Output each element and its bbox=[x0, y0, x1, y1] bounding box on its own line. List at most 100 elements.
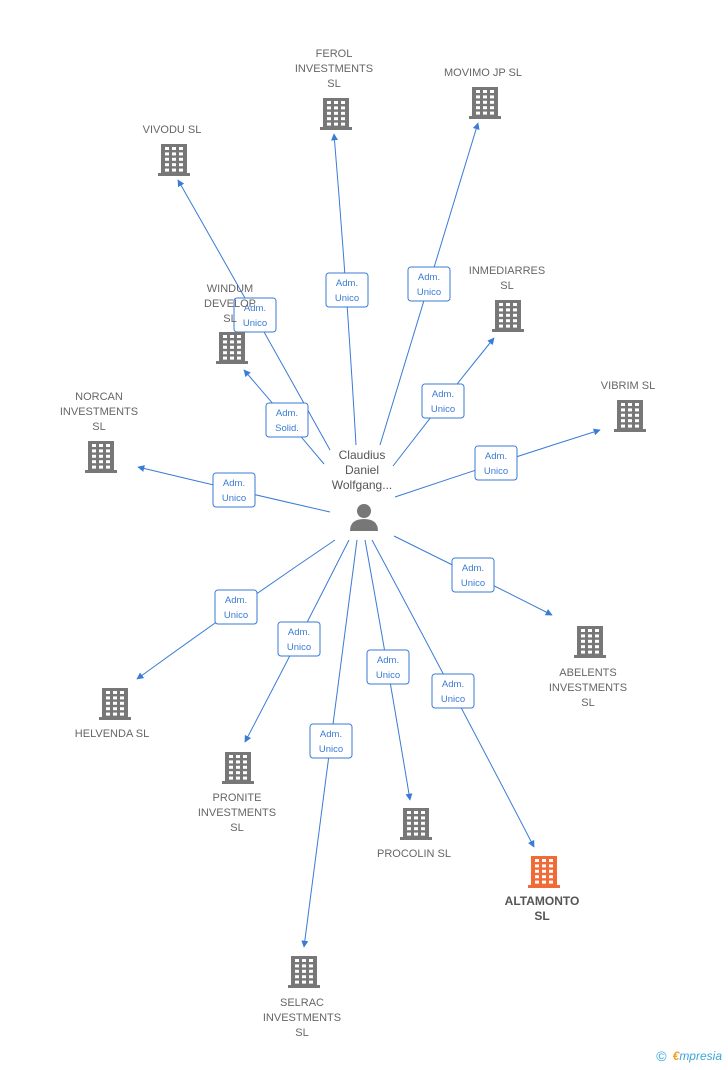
building-icon bbox=[158, 144, 190, 176]
edge-label-inmediarres[interactable]: Adm. Unico bbox=[421, 383, 465, 419]
company-name-line: VIVODU SL bbox=[143, 124, 202, 136]
building-icon bbox=[574, 626, 606, 658]
edge-label-text: Unico bbox=[243, 318, 267, 329]
edge-label-movimo[interactable]: Adm. Unico bbox=[407, 266, 451, 302]
company-node-inmediarres[interactable]: INMEDIARRES SL bbox=[469, 265, 545, 332]
company-name-line: INVESTMENTS bbox=[263, 1012, 341, 1024]
building-icon bbox=[400, 808, 432, 840]
company-name-line: SL bbox=[230, 822, 243, 834]
company-name-line: SL bbox=[534, 909, 549, 923]
edge-label-text: Unico bbox=[431, 404, 455, 415]
building-icon bbox=[492, 300, 524, 332]
company-name-line: SL bbox=[92, 421, 105, 433]
person-icon bbox=[350, 504, 378, 531]
company-node-vibrim[interactable]: VIBRIM SL bbox=[601, 380, 655, 432]
edge-label-text: Unico bbox=[376, 670, 400, 681]
edge-label-ferol[interactable]: Adm.Unico bbox=[325, 272, 369, 308]
company-name-line: NORCAN bbox=[75, 391, 123, 403]
edge-label-text: Unico bbox=[222, 493, 246, 504]
edges-layer: Adm.UnicoAdm.UnicoAdm.UnicoAdm.UnicoAdm.… bbox=[136, 122, 601, 948]
edge-label-text: Adm. bbox=[432, 389, 454, 400]
footer-brand[interactable]: © €mpresia bbox=[656, 1048, 722, 1064]
company-name-line: INVESTMENTS bbox=[60, 406, 138, 418]
company-node-procolin[interactable]: PROCOLIN SL bbox=[377, 808, 451, 860]
company-name-line: HELVENDA SL bbox=[75, 728, 149, 740]
copyright-icon: © bbox=[656, 1048, 667, 1064]
edge-label-text: Adm. bbox=[223, 478, 245, 489]
building-icon bbox=[528, 856, 560, 888]
company-name-line: SL bbox=[327, 78, 340, 90]
building-icon bbox=[85, 441, 117, 473]
company-name-line: SELRAC bbox=[280, 997, 324, 1009]
edge-label-text: Adm. bbox=[244, 303, 266, 314]
edge-label-text: Unico bbox=[461, 578, 485, 589]
company-node-helvenda[interactable]: HELVENDA SL bbox=[75, 688, 149, 740]
company-name-line: DEVELOP bbox=[204, 298, 256, 310]
edge-label-text: Unico bbox=[224, 610, 248, 621]
company-node-pronite[interactable]: PRONITE INVESTMENTS SL bbox=[198, 752, 276, 834]
edge-label-procolin[interactable]: Adm.Unico bbox=[366, 649, 410, 685]
building-icon bbox=[614, 400, 646, 432]
edge-vibrim: Adm. Unico bbox=[394, 428, 601, 498]
company-node-movimo[interactable]: MOVIMO JP SL bbox=[444, 67, 522, 119]
edge-label-text: Unico bbox=[417, 287, 441, 298]
edge-label-text: Adm. bbox=[288, 627, 310, 638]
company-node-abelents[interactable]: ABELENTS INVESTMENTS SL bbox=[549, 626, 627, 709]
building-icon bbox=[469, 87, 501, 119]
edge-label-selrac[interactable]: Adm.Unico bbox=[309, 723, 353, 759]
edge-label-text: Adm. bbox=[320, 729, 342, 740]
company-name-line: SL bbox=[500, 280, 513, 292]
edge-label-text: Solid. bbox=[275, 423, 299, 434]
edge-label-text: Adm. bbox=[442, 679, 464, 690]
edge-label-abelents[interactable]: Adm. Unico bbox=[451, 557, 495, 593]
company-name-line: SL bbox=[581, 697, 594, 709]
edge-label-text: Unico bbox=[484, 466, 508, 477]
edge-label-text: Adm. bbox=[485, 451, 507, 462]
company-node-norcan[interactable]: NORCAN INVESTMENTS SL bbox=[60, 391, 138, 473]
company-name-line: ALTAMONTO bbox=[505, 894, 580, 908]
company-node-windum[interactable]: WINDUM DEVELOP SL bbox=[204, 283, 256, 364]
edge-label-norcan[interactable]: Adm. Unico bbox=[212, 472, 256, 508]
edge-label-text: Adm. bbox=[462, 563, 484, 574]
edge-label-text: Unico bbox=[287, 642, 311, 653]
edge-label-text: Adm. bbox=[418, 272, 440, 283]
company-name-line: PRONITE bbox=[213, 792, 262, 804]
edge-abelents: Adm. Unico bbox=[393, 535, 553, 616]
company-name-line: PROCOLIN SL bbox=[377, 848, 451, 860]
edge-pronite: Adm. Unico bbox=[244, 539, 350, 743]
edge-label-text: Adm. bbox=[276, 408, 298, 419]
edge-label-helvenda[interactable]: Adm. Unico bbox=[214, 589, 258, 625]
company-name-line: WINDUM bbox=[207, 283, 253, 295]
edge-label-altamonto[interactable]: Adm. Unico bbox=[431, 673, 475, 709]
company-name-line: INVESTMENTS bbox=[549, 682, 627, 694]
edge-movimo: Adm. Unico bbox=[379, 122, 480, 446]
edge-helvenda: Adm. Unico bbox=[136, 539, 336, 680]
edge-label-text: Unico bbox=[441, 694, 465, 705]
company-name-line: INMEDIARRES bbox=[469, 265, 545, 277]
building-icon bbox=[99, 688, 131, 720]
edge-vivodu: Adm. Unico bbox=[177, 179, 331, 451]
company-name-line: MOVIMO JP SL bbox=[444, 67, 522, 79]
building-icon bbox=[216, 332, 248, 364]
edge-label-pronite[interactable]: Adm. Unico bbox=[277, 621, 321, 657]
building-icon bbox=[288, 956, 320, 988]
edge-label-text: Adm. bbox=[225, 595, 247, 606]
company-name-line: INVESTMENTS bbox=[198, 807, 276, 819]
company-node-vivodu[interactable]: VIVODU SL bbox=[143, 124, 202, 176]
edge-label-text: Unico bbox=[335, 293, 359, 304]
edge-label-vibrim[interactable]: Adm. Unico bbox=[474, 445, 518, 481]
edge-selrac: Adm.Unico bbox=[301, 539, 358, 948]
company-name-line: ABELENTS bbox=[559, 667, 616, 679]
edge-ferol: Adm.Unico bbox=[325, 133, 369, 446]
edge-label-windum[interactable]: Adm. Solid. bbox=[265, 402, 309, 438]
center-person[interactable]: ClaudiusDanielWolfgang... bbox=[332, 448, 392, 531]
edge-windum: Adm. Solid. bbox=[243, 369, 325, 465]
company-name-line: SL bbox=[223, 313, 236, 325]
building-icon bbox=[222, 752, 254, 784]
edge-label-vivodu[interactable]: Adm. Unico bbox=[233, 297, 277, 333]
